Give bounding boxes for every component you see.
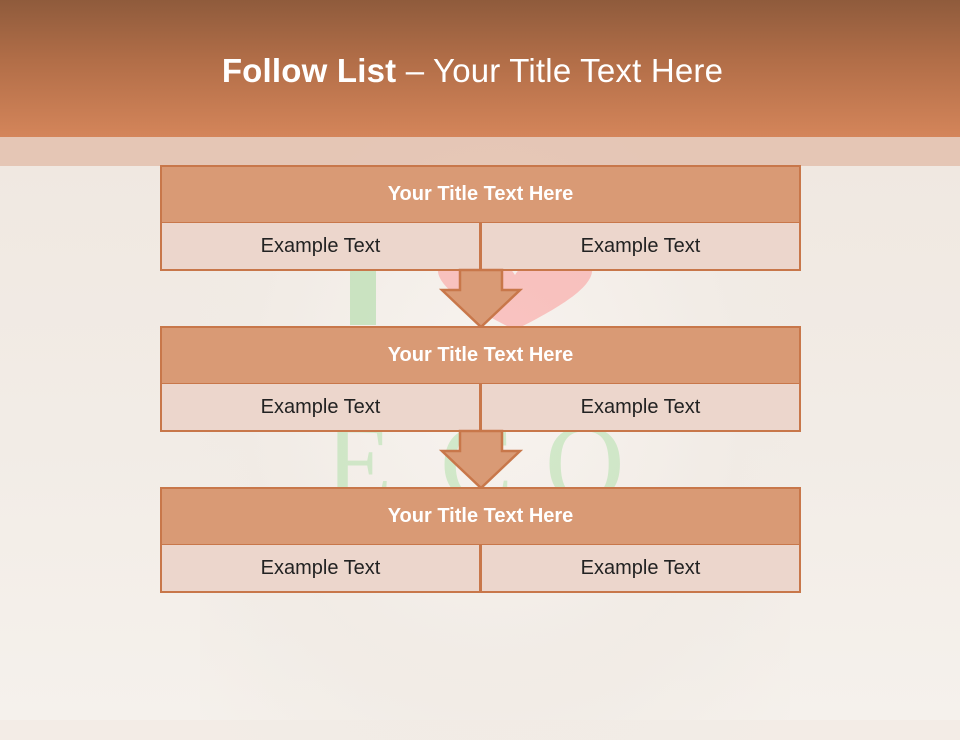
block-cell-left: Example Text: [160, 383, 481, 432]
down-arrow-icon: [438, 429, 524, 490]
block-cell-right: Example Text: [481, 383, 801, 432]
block-title: Your Title Text Here: [160, 487, 801, 546]
block-cell-right: Example Text: [481, 222, 801, 271]
block-cell-left: Example Text: [160, 544, 481, 593]
block-cell-left: Example Text: [160, 222, 481, 271]
block-row: Example Text Example Text: [160, 222, 801, 271]
block-title: Your Title Text Here: [160, 165, 801, 224]
block-title: Your Title Text Here: [160, 326, 801, 385]
block-row: Example Text Example Text: [160, 544, 801, 593]
down-arrow-icon: [438, 268, 524, 329]
block-row: Example Text Example Text: [160, 383, 801, 432]
header-bar: [0, 0, 960, 137]
slide-title: Follow List – Your Title Text Here: [0, 52, 945, 90]
header-band: [0, 137, 960, 166]
list-block-2: Your Title Text Here Example Text Exampl…: [160, 326, 801, 432]
slide-title-bold: Follow List: [221, 52, 397, 89]
list-block-1: Your Title Text Here Example Text Exampl…: [160, 165, 801, 271]
list-block-3: Your Title Text Here Example Text Exampl…: [160, 487, 801, 593]
slide-title-rest: – Your Title Text Here: [396, 52, 724, 89]
block-cell-right: Example Text: [481, 544, 801, 593]
